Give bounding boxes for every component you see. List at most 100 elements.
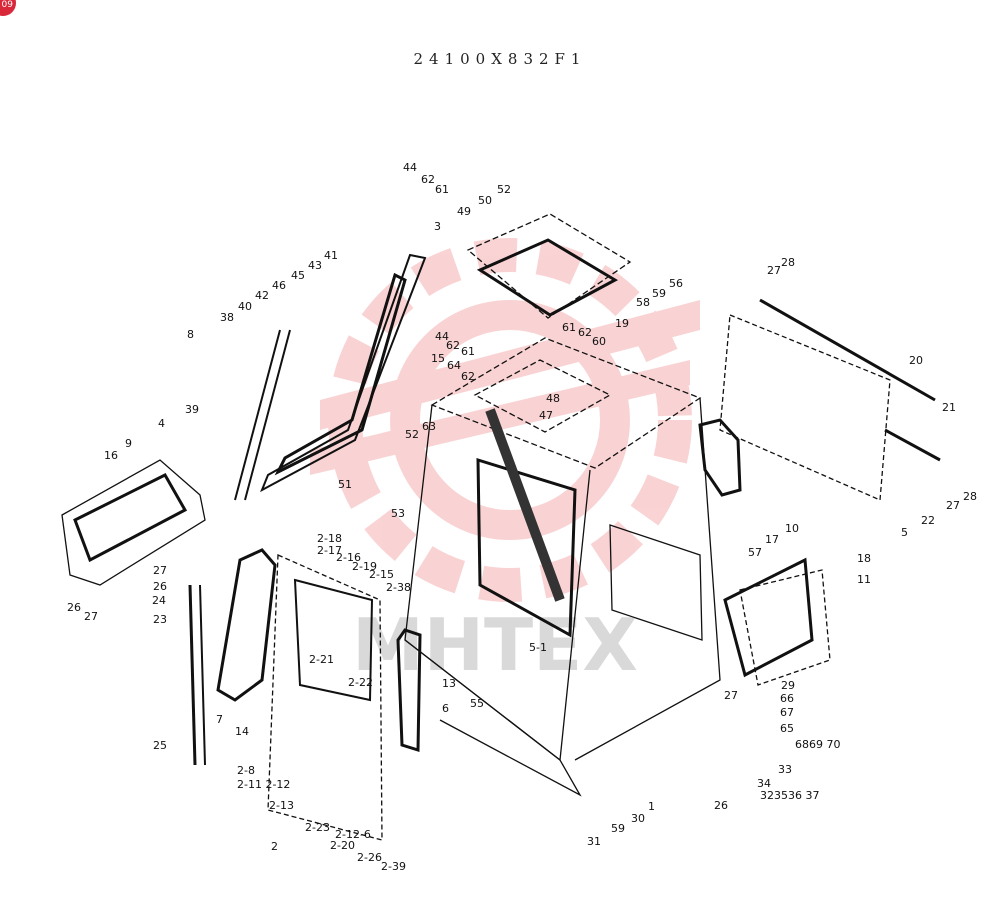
callout-label: 2-18 xyxy=(317,532,342,545)
callout-label: 15 xyxy=(431,352,445,365)
front-left-window xyxy=(61,459,206,586)
callout-label: 2-16 xyxy=(336,551,361,564)
callout-label: 51 xyxy=(338,478,352,491)
callout-label: 2-8 xyxy=(237,764,255,777)
callout-label: 64 xyxy=(447,359,461,372)
callout-label: 25 xyxy=(153,739,167,752)
callout-label: 3 xyxy=(434,220,441,233)
callout-label: 40 xyxy=(238,300,252,313)
callout-label: 13 xyxy=(442,677,456,690)
callout-label: 28 xyxy=(963,490,977,503)
callout-label: 2-39 xyxy=(381,860,406,873)
callout-label: 62 xyxy=(461,370,475,383)
callout-label: 26 xyxy=(153,580,167,593)
callout-label: 33 xyxy=(778,763,792,776)
top-window-frame xyxy=(234,253,427,501)
callout-label: 62 xyxy=(421,173,435,186)
callout-label: 60 xyxy=(592,335,606,348)
side-glass-strip xyxy=(396,628,422,753)
callout-label: 63 xyxy=(422,420,436,433)
callout-label: 8 xyxy=(187,328,194,341)
callout-label: 2-12-6 xyxy=(335,828,371,841)
callout-label: 46 xyxy=(272,279,286,292)
callout-label: 38 xyxy=(220,311,234,324)
callout-label: 62 xyxy=(578,326,592,339)
callout-label: 57 xyxy=(748,546,762,559)
callout-label: 17 xyxy=(765,533,779,546)
callout-label: 41 xyxy=(324,249,338,262)
callout-label: 5 xyxy=(901,526,908,539)
callout-label: 49 xyxy=(457,205,471,218)
callout-label: 67 xyxy=(780,706,794,719)
callout-label: 2-11 2-12 xyxy=(237,778,290,791)
callout-label: 18 xyxy=(857,552,871,565)
cab-door xyxy=(216,548,383,841)
callout-label: 53 xyxy=(391,507,405,520)
callout-label: 2-19 xyxy=(352,560,377,573)
right-side-window xyxy=(723,557,831,686)
callout-label: 2-23 xyxy=(305,821,330,834)
callout-label: 2-13 xyxy=(269,799,294,812)
callout-label: 27 xyxy=(153,564,167,577)
callout-label: 58 xyxy=(636,296,650,309)
callout-label: 21 xyxy=(942,401,956,414)
callout-label: 31 xyxy=(587,835,601,848)
page-number-badge: 09 xyxy=(0,0,16,16)
callout-label: 2-15 xyxy=(369,568,394,581)
callout-label: 10 xyxy=(785,522,799,535)
callout-label: 26 xyxy=(714,799,728,812)
callout-label: 50 xyxy=(478,194,492,207)
callout-label: 61 xyxy=(562,321,576,334)
callout-label: 23 xyxy=(153,613,167,626)
callout-label: 2-38 xyxy=(386,581,411,594)
callout-label: 62 xyxy=(446,339,460,352)
callout-label: 65 xyxy=(780,722,794,735)
callout-label: 43 xyxy=(308,259,322,272)
callout-label: 2-20 xyxy=(330,839,355,852)
callout-label: 52 xyxy=(405,428,419,441)
callout-label: 6869 70 xyxy=(795,738,841,751)
callout-label: 44 xyxy=(435,330,449,343)
callout-label: 29 xyxy=(781,679,795,692)
callout-label: 20 xyxy=(909,354,923,367)
callout-label: 26 xyxy=(67,601,81,614)
cab-frame xyxy=(404,337,721,797)
callout-label: 47 xyxy=(539,409,553,422)
callout-label: 22 xyxy=(921,514,935,527)
callout-label: 61 xyxy=(461,345,475,358)
callout-label: 2-17 xyxy=(317,544,342,557)
callout-label: 45 xyxy=(291,269,305,282)
callout-label: 2-26 xyxy=(357,851,382,864)
callout-label: 5-1 xyxy=(529,641,547,654)
callout-label: 44 xyxy=(403,161,417,174)
callout-label: 28 xyxy=(781,256,795,269)
callout-label: 323536 37 xyxy=(760,789,820,802)
callout-label: 16 xyxy=(104,449,118,462)
callout-label: 42 xyxy=(255,289,269,302)
callout-label: 2-21 xyxy=(309,653,334,666)
watermark-text: MHTEX xyxy=(352,603,638,687)
callout-label: 27 xyxy=(724,689,738,702)
callout-label: 55 xyxy=(470,697,484,710)
callout-label: 30 xyxy=(631,812,645,825)
callout-label: 59 xyxy=(611,822,625,835)
handrail xyxy=(188,584,206,766)
callout-label: 27 xyxy=(84,610,98,623)
callout-label: 59 xyxy=(652,287,666,300)
callout-label: 39 xyxy=(185,403,199,416)
callout-label: 66 xyxy=(780,692,794,705)
callout-label: 52 xyxy=(497,183,511,196)
callout-label: 61 xyxy=(435,183,449,196)
callout-label: 14 xyxy=(235,725,249,738)
callout-label: 24 xyxy=(152,594,166,607)
rear-window xyxy=(698,298,941,501)
callout-label: 4 xyxy=(158,417,165,430)
callout-label: 7 xyxy=(216,713,223,726)
callout-label: 27 xyxy=(946,499,960,512)
callout-label: 48 xyxy=(546,392,560,405)
callout-label: 1 xyxy=(648,800,655,813)
callout-label: 2-22 xyxy=(348,676,373,689)
callout-label: 9 xyxy=(125,437,132,450)
